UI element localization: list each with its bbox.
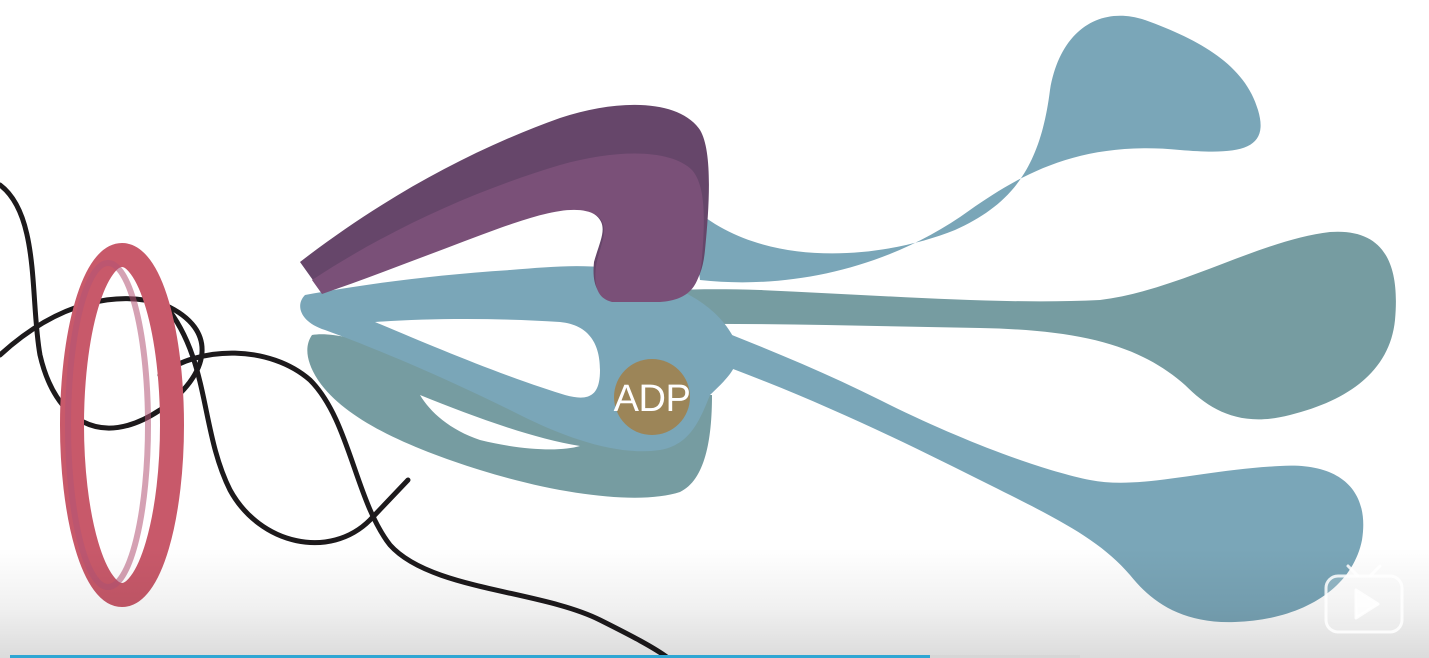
adp-circle bbox=[614, 359, 690, 435]
tv-play-icon[interactable] bbox=[1322, 560, 1406, 636]
leg-lower bbox=[640, 300, 1364, 623]
ring-outer bbox=[60, 243, 184, 607]
adp-molecule: ADP bbox=[614, 359, 691, 435]
video-progress-fill bbox=[10, 655, 931, 658]
ring-shade bbox=[65, 260, 151, 590]
leg-middle bbox=[600, 231, 1396, 420]
adp-label: ADP bbox=[614, 378, 691, 420]
video-progress-bar[interactable] bbox=[10, 655, 1080, 658]
core-lower-lobe bbox=[307, 334, 712, 498]
purple-domain bbox=[312, 153, 704, 302]
core-gap bbox=[375, 319, 600, 398]
leg-upper bbox=[690, 15, 1261, 283]
ring bbox=[60, 243, 184, 607]
core-gap-lower bbox=[420, 395, 580, 450]
strand-3 bbox=[157, 350, 671, 658]
